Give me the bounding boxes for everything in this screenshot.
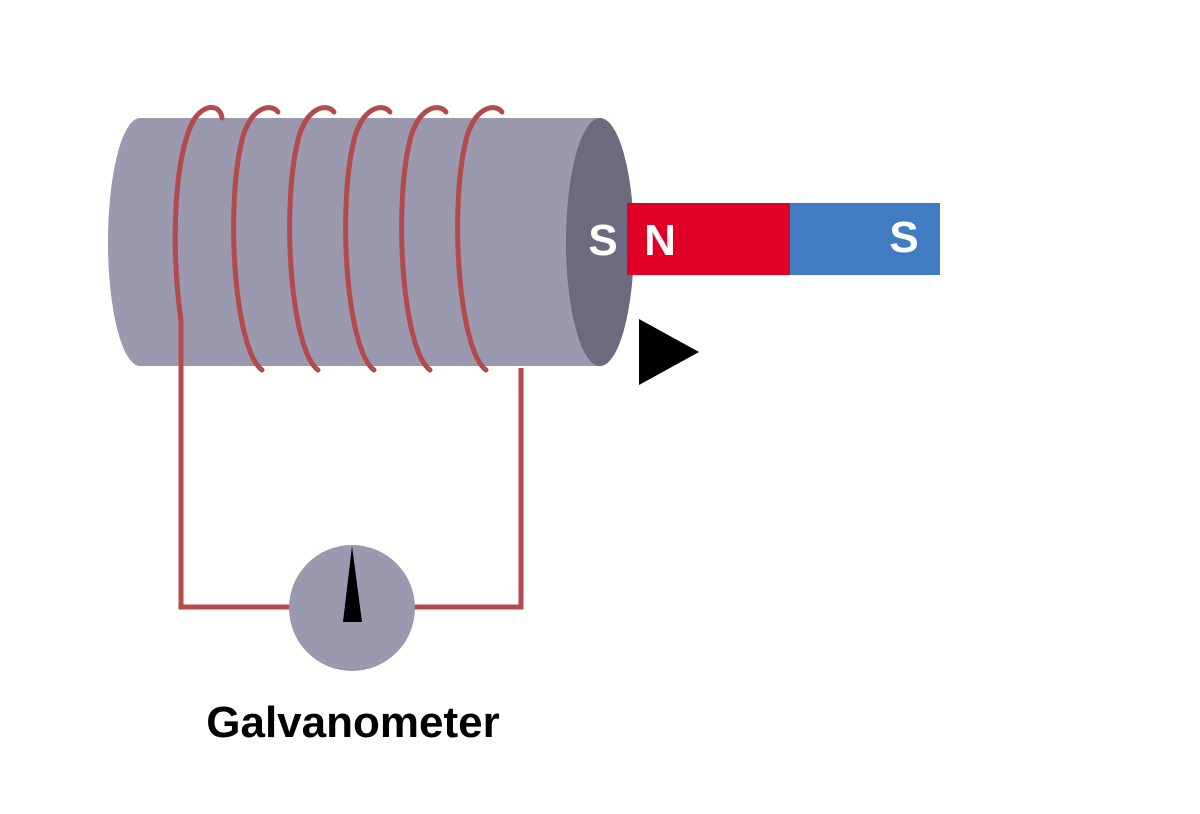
core-front-face [566, 118, 634, 366]
needle-icon [343, 546, 362, 622]
coil-pole-label: S [588, 216, 617, 265]
motion-arrow-icon [639, 319, 699, 385]
magnet-south-pole [790, 203, 940, 275]
coil-turn [343, 105, 393, 373]
magnet-north-pole [627, 203, 790, 275]
magnet-north-label: N [644, 216, 676, 265]
core-body [140, 118, 600, 366]
coil-turn [231, 105, 281, 373]
circuit-wire [178, 320, 290, 610]
coil-windings [172, 105, 505, 373]
magnet-south-label: S [889, 213, 918, 262]
coil-turn [172, 105, 225, 324]
coil-turn [399, 105, 449, 373]
galvanometer-label: Galvanometer [206, 698, 499, 747]
coil-core [108, 118, 634, 366]
coil-turn [287, 105, 337, 373]
coil-turn [455, 105, 505, 373]
bar-magnet [627, 203, 940, 275]
galvanometer [289, 545, 415, 671]
circuit-wire [414, 368, 524, 610]
